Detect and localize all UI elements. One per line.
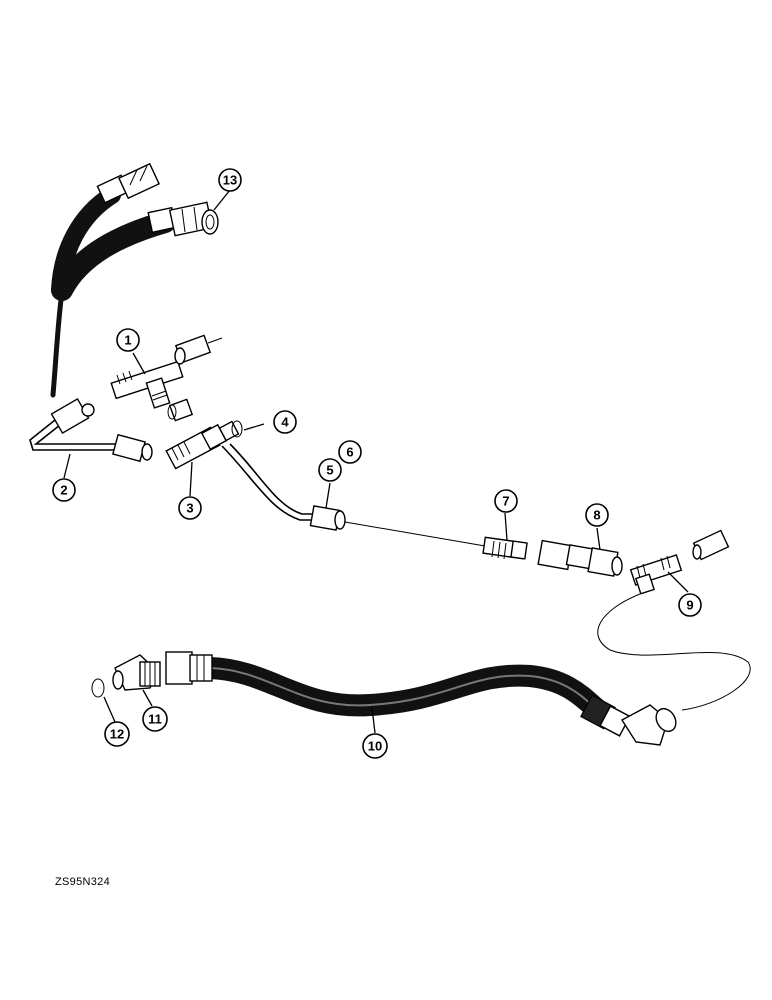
callout-5: 5 (318, 458, 342, 482)
o-ring-part-4 (231, 420, 243, 438)
thin-tube (344, 521, 486, 547)
elbow-part-11 (112, 654, 161, 691)
coupling-part-8 (537, 539, 623, 577)
callout-13: 13 (218, 168, 242, 192)
svg-text:13: 13 (223, 173, 237, 188)
callout-1: 1 (116, 328, 140, 352)
callout-9: 9 (678, 593, 702, 617)
svg-text:6: 6 (346, 445, 353, 460)
adapter-part-7 (482, 536, 528, 560)
tube-to-part-5 (221, 443, 346, 531)
svg-text:4: 4 (281, 415, 289, 430)
o-ring-part-12 (91, 678, 105, 698)
callout-10: 10 (362, 733, 388, 759)
figure-code: ZS95N324 (55, 876, 110, 888)
tee-fitting-part-1 (110, 334, 223, 422)
callout-11: 11 (142, 706, 168, 732)
svg-text:8: 8 (593, 508, 600, 523)
callout-6: 6 (338, 440, 362, 464)
tee-part-9 (629, 529, 730, 595)
svg-text:2: 2 (60, 483, 67, 498)
leader-lines (63, 189, 689, 734)
callout-4: 4 (273, 410, 297, 434)
callout-12: 12 (104, 721, 130, 747)
callout-8: 8 (585, 503, 609, 527)
callout-3: 3 (178, 496, 202, 520)
small-hose (597, 593, 751, 711)
svg-text:9: 9 (686, 598, 693, 613)
svg-text:7: 7 (502, 494, 509, 509)
fitting-part-3 (165, 420, 240, 470)
lower-hose-part-10 (165, 651, 677, 746)
upper-hose-assembly (50, 162, 219, 398)
svg-text:1: 1 (124, 333, 131, 348)
svg-text:10: 10 (368, 739, 382, 754)
callout-7: 7 (494, 489, 518, 513)
svg-text:5: 5 (326, 463, 333, 478)
svg-text:3: 3 (186, 501, 193, 516)
callout-2: 2 (52, 478, 76, 502)
svg-text:12: 12 (110, 727, 124, 742)
bent-tube-part-2 (29, 398, 153, 463)
svg-text:11: 11 (148, 712, 162, 727)
